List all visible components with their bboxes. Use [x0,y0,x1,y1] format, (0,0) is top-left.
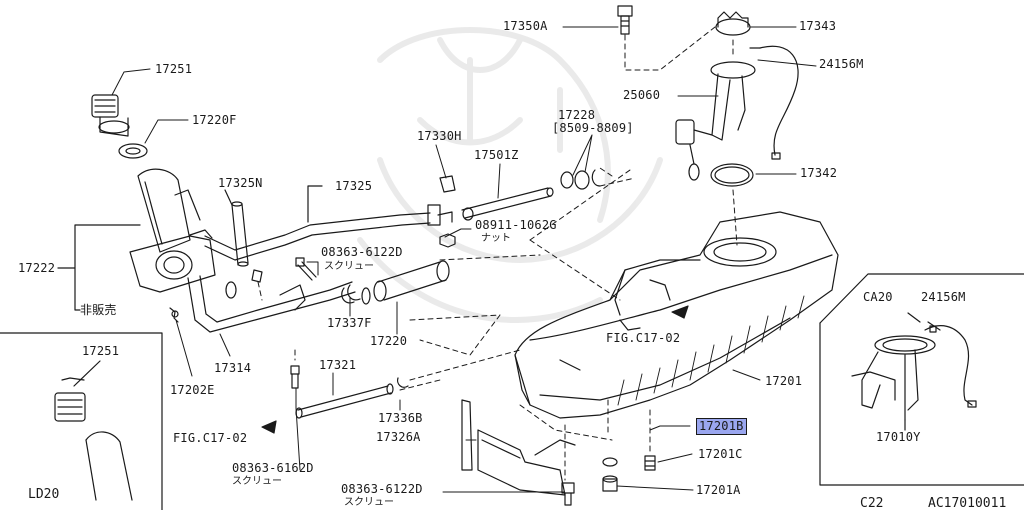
tube-17501Z [461,187,554,221]
label-17220F: 17220F [192,113,237,127]
label-17220: 17220 [370,334,408,348]
label-08363-b: 08363-6162D [232,461,314,475]
breather-tube-17325 [204,212,431,261]
fig-link-left[interactable]: FIG.C17-02 [173,431,248,445]
clamp-17336B [397,377,409,388]
screw-08363-top [295,257,317,281]
label-17342: 17342 [800,166,838,180]
label-17325: 17325 [335,179,373,193]
label-17330H: 17330H [417,129,462,143]
diagram-code: AC17010011 [928,496,1007,510]
leader-17325N [224,189,233,206]
label-17201A: 17201A [696,483,741,497]
label-24156M-top: 24156M [819,57,864,71]
label-17314: 17314 [214,361,252,375]
lock-ring-17343 [715,11,751,36]
label-17343: 17343 [799,19,837,33]
protector-17326A [461,399,576,496]
label-08363-b-sub: スクリュー [232,476,282,487]
hose-17325N [231,201,263,283]
label-17228-range: [8509-8809] [552,121,634,135]
filler-neck-17222 [129,168,216,293]
label-08911: 08911-1062G [475,218,557,232]
clamp-08911 [427,204,456,248]
inset-ld20-label-17251: 17251 [82,344,120,358]
label-17321: 17321 [319,358,357,372]
label-25060: 25060 [623,88,661,102]
screw-08363-mid [290,365,300,389]
label-08363-c-sub: スクリュー [344,497,394,508]
washer-17201B [602,457,618,467]
fuel-pump-25060 [675,61,756,181]
label-17201B-highlighted[interactable]: 17201B [696,418,747,435]
model-code: C22 [860,496,884,510]
label-17336B: 17336B [378,411,423,425]
label-17326A: 17326A [376,430,421,444]
bolt-17350A [617,5,633,35]
inset-ld20 [0,332,163,510]
clip-17330H [439,175,456,193]
leader-17325 [307,185,323,223]
inset-ca20 [819,273,1024,486]
inset-ca20-label-17010Y: 17010Y [876,430,921,444]
watermark-logo [357,27,663,323]
label-08363-a: 08363-6122D [321,245,403,259]
filler-gasket-17220F [118,143,148,159]
screw-08363-bottom [561,482,575,506]
filler-cap-17251 [91,94,130,137]
label-17325N: 17325N [218,176,263,190]
label-17337F: 17337F [327,316,372,330]
inset-ld20-caption: LD20 [28,487,60,502]
label-08911-sub: ナット [481,233,511,244]
pipe-17321 [295,383,394,419]
fig-link-center[interactable]: FIG.C17-02 [606,331,681,345]
clip-17202E [169,307,179,323]
label-17228: 17228 [558,108,596,122]
label-17222: 17222 [18,261,56,275]
label-17222-note: 非販売 [80,303,117,317]
fig-arrow-left [261,420,277,434]
leader-17222 [57,224,141,311]
label-17201C: 17201C [698,447,743,461]
clamp-17337F [341,284,361,304]
nut-17201A [602,475,618,492]
fuel-tank-17201 [514,211,839,419]
leader-lines [111,26,817,493]
label-17501Z: 17501Z [474,148,519,162]
label-17201: 17201 [765,374,803,388]
label-08363-a-sub: スクリュー [324,261,374,272]
label-17202E: 17202E [170,383,215,397]
hose-17220 [361,260,450,305]
label-17251-top: 17251 [155,62,193,76]
inset-ca20-caption: CA20 [863,290,893,304]
washers-17228 [560,169,601,190]
pipe-17314 [187,275,356,333]
assembly-dashes [257,26,738,481]
inset-ca20-label-24156M: 24156M [921,290,966,304]
label-17350A: 17350A [503,19,548,33]
bolt-17201C [644,455,656,471]
harness-24156M [749,45,799,160]
label-08363-c: 08363-6122D [341,482,423,496]
seal-17342 [710,163,754,187]
